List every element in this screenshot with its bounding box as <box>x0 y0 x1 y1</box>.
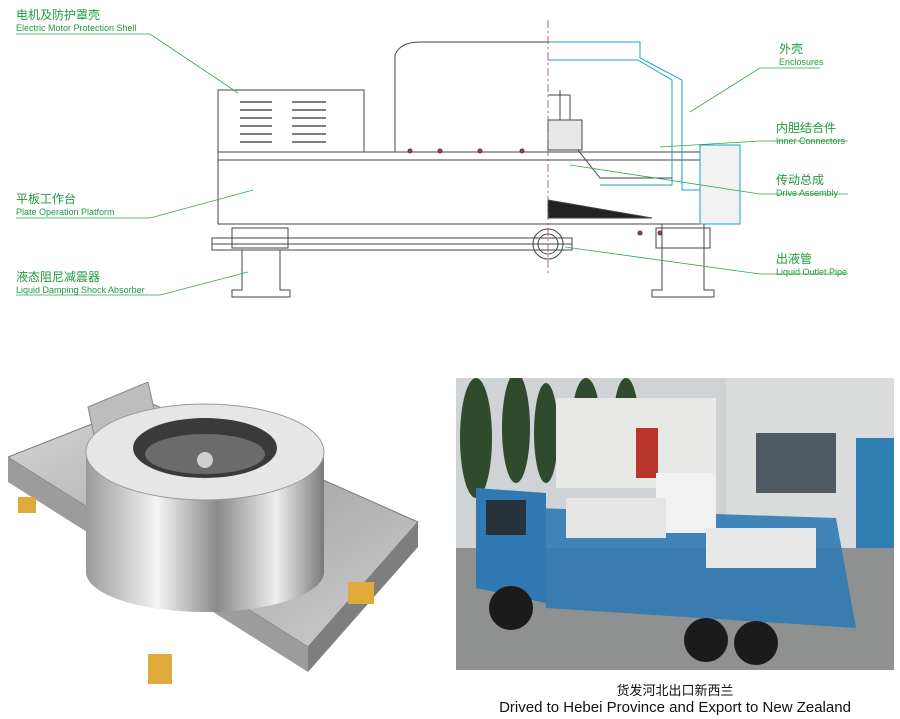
label-platform-en: Plate Operation Platform <box>16 207 115 217</box>
label-drive-en: Drive Assembly <box>776 188 839 198</box>
label-motor-shell: 电机及防护罩壳 Electric Motor Protection Shell <box>16 6 137 33</box>
caption-cn: 货发河北出口新西兰 <box>616 683 734 698</box>
label-enclosure-en: Enclosures <box>779 57 824 67</box>
label-outlet-en: Liquid Outlet Pipe <box>776 267 848 277</box>
label-drive: 传动总成 Drive Assembly <box>776 171 838 198</box>
label-outlet: 出液管 Liquid Outlet Pipe <box>776 250 847 277</box>
label-drive-cn: 传动总成 <box>776 173 825 187</box>
label-platform-cn: 平板工作台 <box>16 192 77 206</box>
motor-housing <box>217 89 365 153</box>
label-outlet-cn: 出液管 <box>776 252 813 266</box>
label-platform: 平板工作台 Plate Operation Platform <box>16 190 115 217</box>
label-absorber: 液态阻尼减震器 Liquid Damping Shock Absorber <box>16 268 145 295</box>
label-connectors: 内胆结合件 Inner Connectors <box>776 119 845 146</box>
label-enclosure: 外壳 Enclosures <box>779 40 824 67</box>
centrifuge-cross-section-drawing <box>16 20 848 298</box>
caption-en: Drived to Hebei Province and Export to N… <box>499 699 851 716</box>
label-absorber-en: Liquid Damping Shock Absorber <box>16 285 145 295</box>
truck-photo <box>456 378 894 670</box>
label-absorber-cn: 液态阻尼减震器 <box>16 270 101 284</box>
label-enclosure-cn: 外壳 <box>779 42 804 56</box>
platform-body <box>217 151 741 225</box>
label-connectors-en: Inner Connectors <box>776 136 846 146</box>
label-motor-shell-cn: 电机及防护罩壳 <box>16 8 101 22</box>
centrifuge-photo <box>8 382 419 684</box>
label-motor-shell-en: Electric Motor Protection Shell <box>16 23 137 33</box>
label-connectors-cn: 内胆结合件 <box>776 121 837 135</box>
photo-caption: 货发河北出口新西兰 Drived to Hebei Province and E… <box>456 680 894 716</box>
